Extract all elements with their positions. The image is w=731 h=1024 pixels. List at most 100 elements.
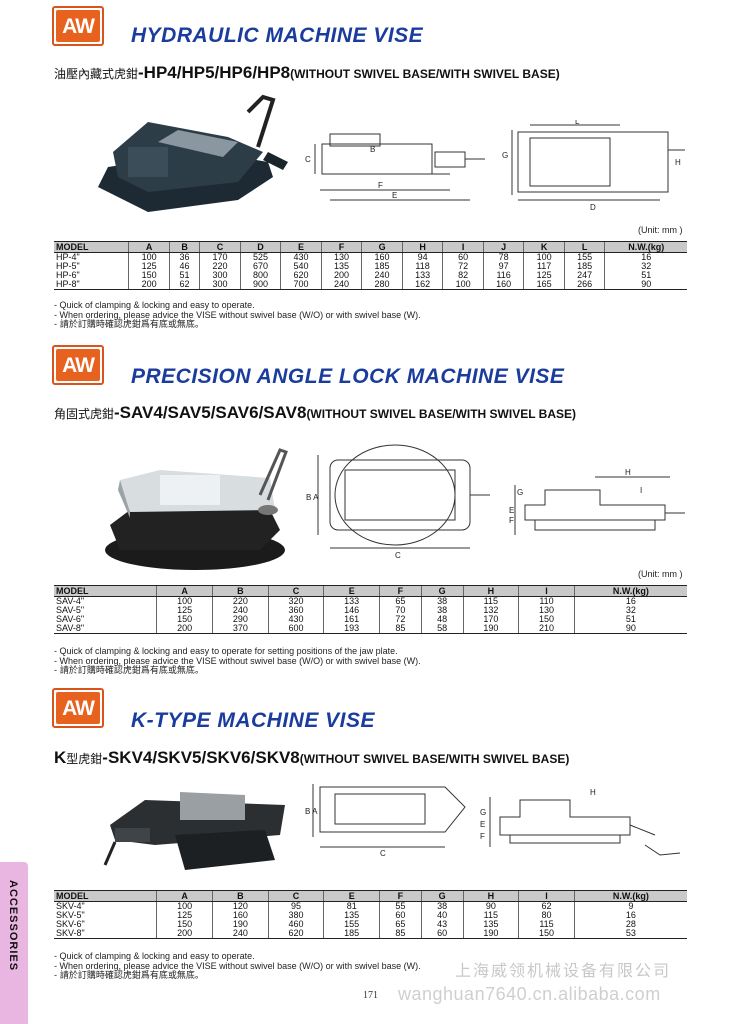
- table-cell: SAV-8": [54, 624, 157, 634]
- brand-logo: AW: [52, 688, 104, 728]
- table-cell: 100: [156, 901, 213, 911]
- table-cell: 51: [168, 271, 200, 280]
- table-cell: 60: [379, 911, 422, 920]
- col-header: N.W.(kg): [573, 585, 687, 597]
- table-cell: 150: [518, 929, 575, 939]
- table-cell: 72: [379, 615, 422, 624]
- col-header: I: [518, 585, 575, 597]
- table-cell: 185: [323, 929, 380, 939]
- table-cell: 210: [518, 624, 575, 634]
- unit-label: (Unit: mm ): [638, 569, 683, 579]
- table-cell: 82: [442, 271, 484, 280]
- table-cell: 32: [604, 262, 687, 271]
- table-cell: 62: [168, 280, 200, 290]
- subtitle-cn: 型虎鉗: [66, 752, 103, 766]
- table-cell: 200: [320, 271, 362, 280]
- ktype-vise-photo: [103, 792, 285, 870]
- col-header: H: [462, 585, 519, 597]
- table-cell: 200: [128, 280, 170, 290]
- table-cell: 150: [518, 615, 575, 624]
- col-header: H: [462, 890, 519, 902]
- table-cell: 185: [361, 262, 403, 271]
- subtitle-cn: 角固式虎鉗: [54, 407, 115, 421]
- subtitle-prefix: K: [54, 748, 67, 767]
- col-header: L: [563, 241, 605, 253]
- table-cell: 55: [379, 901, 422, 911]
- table-cell: 51: [604, 271, 687, 280]
- svg-text:H: H: [625, 468, 631, 477]
- table-cell: 115: [518, 920, 575, 929]
- note-line-cn: - 請於訂購時確認虎鉗爲有底或無底。: [54, 320, 204, 330]
- table-cell: 85: [379, 624, 422, 634]
- table-cell: 300: [199, 280, 241, 290]
- svg-text:G: G: [502, 151, 508, 160]
- table-cell: 70: [379, 606, 422, 615]
- hydraulic-spec-table: MODEL A B C D E F G H I J K L N.W.(kg) H…: [54, 241, 687, 290]
- col-header: N.W.(kg): [604, 241, 687, 253]
- table-cell: 160: [361, 252, 403, 262]
- subtitle-cn: 油壓內藏式虎鉗: [54, 67, 139, 81]
- col-header: F: [379, 890, 422, 902]
- table-cell: SAV-5": [54, 606, 157, 615]
- logo-text: AW: [62, 697, 95, 720]
- table-cell: 100: [523, 252, 565, 262]
- col-header: E: [323, 585, 380, 597]
- note-line: - Quick of clamping & locking and easy t…: [54, 646, 398, 656]
- svg-text:F: F: [378, 181, 383, 190]
- col-header: B: [168, 241, 200, 253]
- note-line: - When ordering, please advice the VISE …: [54, 961, 421, 971]
- table-cell: 110: [518, 596, 575, 606]
- table-cell: 58: [420, 624, 463, 634]
- table-cell: 162: [401, 280, 443, 290]
- table-cell: 90: [462, 901, 519, 911]
- table-cell: 51: [573, 615, 687, 624]
- table-cell: 200: [156, 929, 213, 939]
- table-cell: HP-5": [54, 262, 129, 271]
- col-header: A: [156, 890, 213, 902]
- table-cell: 240: [212, 606, 269, 615]
- table-cell: 116: [482, 271, 524, 280]
- table-cell: 90: [604, 280, 687, 290]
- hydraulic-notes: - Quick of clamping & locking and easy t…: [54, 300, 421, 330]
- table-cell: 190: [462, 624, 519, 634]
- section-subtitle-ktype: K型虎鉗-SKV4/SKV5/SKV6/SKV8(WITHOUT SWIVEL …: [54, 748, 569, 768]
- col-header: B: [212, 585, 269, 597]
- table-cell: 16: [604, 252, 687, 262]
- table-cell: 430: [280, 252, 322, 262]
- table-cell: SKV-4": [54, 901, 157, 911]
- table-cell: 700: [280, 280, 322, 290]
- table-cell: 620: [280, 271, 322, 280]
- col-header: MODEL: [54, 585, 157, 597]
- table-cell: 100: [442, 280, 484, 290]
- table-cell: 280: [361, 280, 403, 290]
- note-line-cn: - 請於訂購時確認虎鉗爲有底或無底。: [54, 666, 204, 676]
- side-tab-accessories: ACCESSORIES: [0, 862, 28, 1024]
- precision-top-drawing: B AC: [306, 444, 490, 560]
- svg-text:H: H: [675, 158, 681, 167]
- svg-text:G: G: [480, 808, 486, 817]
- col-header: F: [320, 241, 362, 253]
- table-cell: 300: [199, 271, 241, 280]
- table-cell: 32: [573, 606, 687, 615]
- unit-label: (Unit: mm ): [638, 225, 683, 235]
- table-cell: SAV-6": [54, 615, 157, 624]
- logo-text: AW: [62, 354, 95, 377]
- table-cell: HP-8": [54, 280, 129, 290]
- table-cell: 48: [420, 615, 463, 624]
- svg-text:F: F: [480, 832, 485, 841]
- table-cell: 36: [168, 252, 200, 262]
- col-header: H: [401, 241, 443, 253]
- table-cell: 220: [212, 596, 269, 606]
- table-cell: SKV-5": [54, 911, 157, 920]
- table-cell: 146: [323, 606, 380, 615]
- precision-notes: - Quick of clamping & locking and easy t…: [54, 646, 421, 676]
- note-line-cn: - 請於訂購時確認虎鉗爲有底或無底。: [54, 971, 204, 981]
- table-cell: 540: [280, 262, 322, 271]
